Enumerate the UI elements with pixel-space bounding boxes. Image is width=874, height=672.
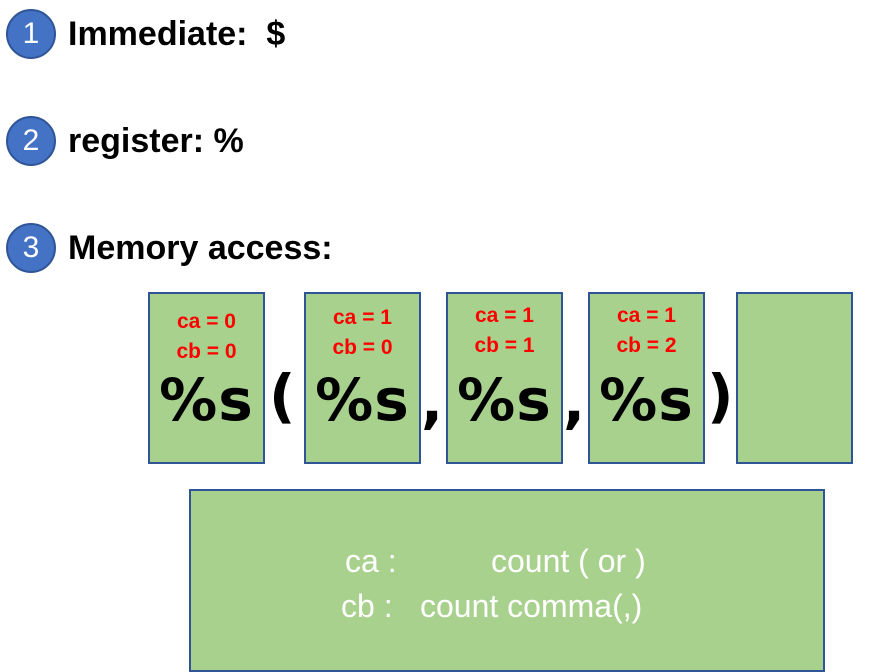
legend-box: ca : count ( or ) cb : count comma(,) [189,489,825,672]
ca-value: ca = 1 [333,306,392,329]
comma-separator-1: , [421,368,444,436]
state-box-5 [736,292,853,464]
state-box-1: ca = 0 cb = 0 %s [148,292,265,464]
number-badge-3: 3 [6,223,56,273]
legend-cb-label: cb : [341,588,393,624]
bullet-text-memory-access: Memory access: [68,228,333,267]
bullet-memory-access: 3 Memory access: [6,223,333,273]
ca-value: ca = 1 [475,304,534,327]
legend-ca-description: count ( or ) [491,543,646,579]
cb-value: cb = 2 [616,334,677,357]
bullet-immediate: 1 Immediate: $ [6,9,285,59]
cb-value: cb = 1 [474,334,535,357]
ca-value: ca = 1 [617,304,676,327]
bullet-register: 2 register: % [6,116,244,166]
operand-register: %s [315,366,410,434]
number-badge-1: 1 [6,9,56,59]
state-box-3: ca = 1 cb = 1 %s [446,292,563,464]
bullet-text-immediate: Immediate: $ [68,14,286,53]
close-paren: ) [707,362,734,430]
comma-separator-2: , [563,368,586,436]
number-badge-2: 2 [6,116,56,166]
state-box-2: ca = 1 cb = 0 %s [304,292,421,464]
cb-value: cb = 0 [332,336,393,359]
operand-register: %s [457,366,552,434]
open-paren: ( [269,362,296,430]
state-box-4: ca = 1 cb = 2 %s [588,292,705,464]
operand-register: %s [599,366,694,434]
cb-value: cb = 0 [176,340,237,363]
ca-value: ca = 0 [177,310,236,333]
bullet-text-register: register: % [68,121,244,160]
legend-cb-description: count comma(,) [420,588,643,624]
operand-register: %s [159,366,254,434]
legend-ca-label: ca : [345,543,397,579]
